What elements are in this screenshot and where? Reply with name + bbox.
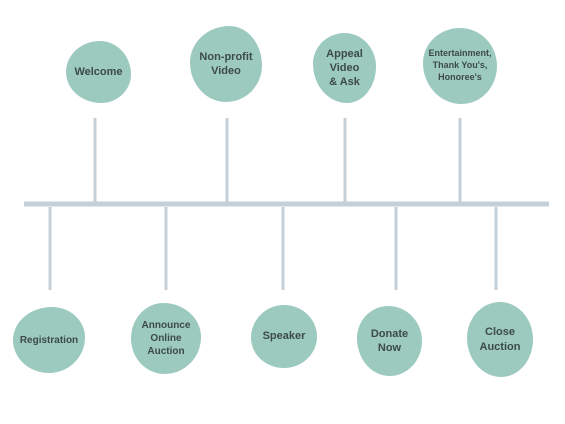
event-node-announce-auction: Announce Online Auction: [131, 303, 201, 374]
event-label: Entertainment, Thank You's, Honoree's: [428, 48, 492, 82]
event-node-close-auction: Close Auction: [467, 302, 533, 377]
event-label: Speaker: [262, 330, 306, 343]
event-node-donate-now: Donate Now: [357, 306, 422, 376]
event-node-nonprofit-video: Non-profit Video: [190, 26, 262, 102]
event-label: Registration: [19, 334, 79, 346]
event-node-registration: Registration: [13, 307, 85, 373]
event-label: Announce Online Auction: [141, 320, 191, 357]
event-label: Close Auction: [479, 326, 521, 353]
event-node-appeal-video: Appeal Video & Ask: [313, 33, 376, 103]
event-label: Non-profit Video: [199, 50, 253, 77]
event-label: Welcome: [74, 65, 123, 78]
event-label: Donate Now: [370, 327, 409, 354]
event-node-entertainment: Entertainment, Thank You's, Honoree's: [423, 28, 497, 104]
event-node-speaker: Speaker: [251, 305, 317, 368]
event-label: Appeal Video & Ask: [326, 47, 363, 89]
event-node-welcome: Welcome: [66, 41, 131, 103]
